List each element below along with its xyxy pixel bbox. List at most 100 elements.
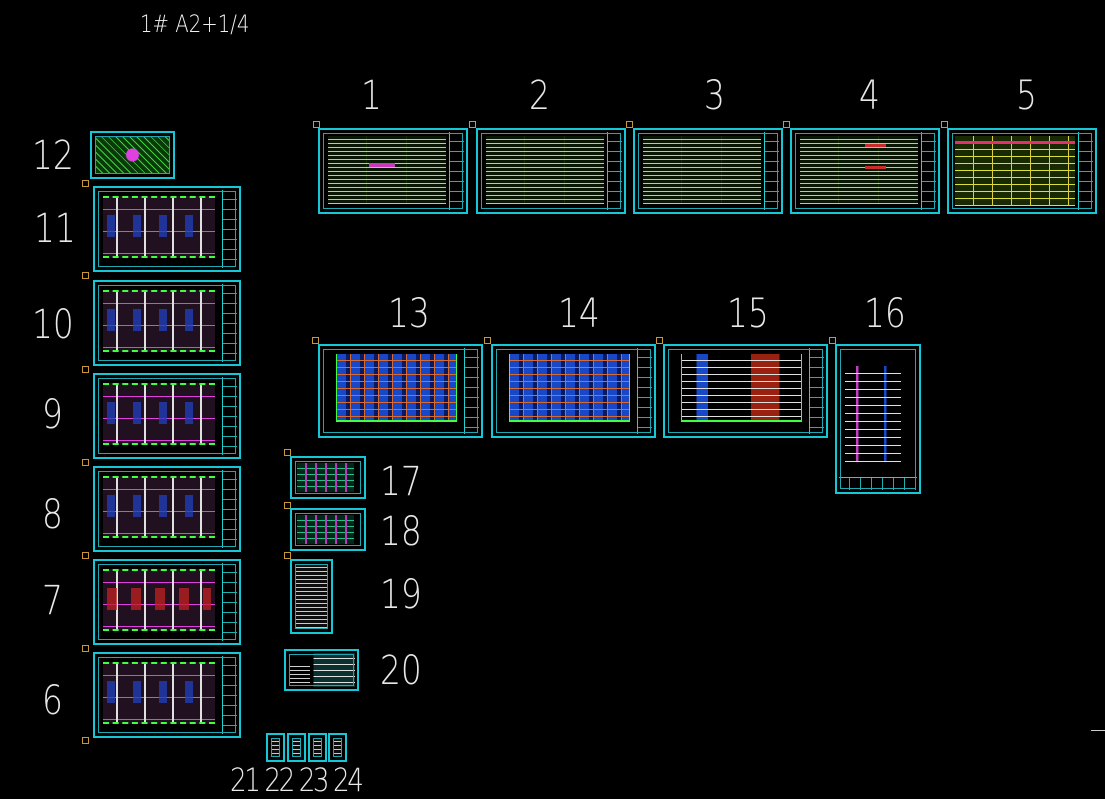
sheet-content (297, 515, 354, 544)
sheet-label-15: 15 (727, 291, 769, 337)
drawing-sheet-11[interactable] (93, 186, 241, 272)
title-block (607, 132, 622, 210)
sheet-label-11: 11 (34, 206, 76, 252)
drawing-sheet-15[interactable] (663, 344, 828, 438)
drawing-sheet-12[interactable] (90, 131, 175, 179)
drawing-sheet-3[interactable] (633, 128, 783, 214)
sheet-content (486, 136, 604, 204)
drawing-sheet-6[interactable] (93, 652, 241, 738)
sheet-content (509, 354, 630, 422)
sheet-content (297, 463, 354, 492)
title-block (222, 190, 237, 268)
title-block (222, 470, 237, 548)
sheet-content (292, 738, 301, 757)
drawing-sheet-16[interactable] (835, 344, 921, 494)
sheet-label-20: 20 (380, 648, 422, 694)
sheet-label-4: 4 (859, 73, 880, 119)
sheet-labels-21-24: 21 22 23 24 (230, 761, 364, 799)
title-block (222, 377, 237, 455)
origin-marker (656, 337, 663, 344)
title-block (764, 132, 779, 210)
drawing-sheet-17[interactable] (290, 456, 366, 499)
sheet-content (271, 738, 280, 757)
origin-marker (284, 449, 291, 456)
drawing-sheet-20[interactable] (284, 649, 359, 691)
sheet-label-19: 19 (380, 572, 422, 618)
sheet-label-3: 3 (704, 73, 725, 119)
crosshair-cursor (1091, 730, 1105, 731)
sheet-content (336, 354, 457, 422)
drawing-set-title: 1# A2+1/4 (140, 10, 250, 38)
origin-marker (82, 552, 89, 559)
drawing-sheet-9[interactable] (93, 373, 241, 459)
sheet-label-2: 2 (529, 73, 550, 119)
sheet-label-16: 16 (864, 291, 906, 337)
sheet-label-6: 6 (42, 678, 63, 724)
origin-marker (82, 737, 89, 744)
title-block (809, 348, 824, 434)
origin-marker (284, 502, 291, 509)
sheet-content (643, 136, 761, 204)
origin-marker (284, 552, 291, 559)
drawing-sheet-23[interactable] (308, 733, 327, 762)
drawing-sheet-8[interactable] (93, 466, 241, 552)
title-block (464, 348, 479, 434)
origin-marker (82, 180, 89, 187)
sheet-content (103, 196, 215, 258)
origin-marker (313, 121, 320, 128)
origin-marker (82, 272, 89, 279)
origin-marker (469, 121, 476, 128)
sheet-content (103, 383, 215, 445)
drawing-sheet-22[interactable] (287, 733, 306, 762)
drawing-sheet-18[interactable] (290, 508, 366, 551)
sheet-label-1: 1 (361, 73, 382, 119)
sheet-content (328, 136, 446, 204)
title-block (1078, 132, 1093, 210)
origin-marker (829, 337, 836, 344)
sheet-label-17: 17 (380, 459, 422, 505)
drawing-sheet-4[interactable] (790, 128, 940, 214)
origin-marker (484, 337, 491, 344)
sheet-label-10: 10 (32, 302, 74, 348)
title-block (637, 348, 652, 434)
origin-marker (626, 121, 633, 128)
sheet-label-5: 5 (1016, 73, 1037, 119)
drawing-sheet-7[interactable] (93, 559, 241, 645)
drawing-sheet-24[interactable] (328, 733, 347, 762)
title-block (222, 656, 237, 734)
origin-marker (82, 366, 89, 373)
title-block (839, 477, 917, 490)
sheet-content (103, 569, 215, 631)
sheet-content (295, 564, 328, 629)
sheet-content (681, 354, 802, 422)
sheet-label-7: 7 (42, 578, 63, 624)
drawing-sheet-14[interactable] (491, 344, 656, 438)
sheet-content (333, 738, 342, 757)
sheet-content (955, 136, 1075, 206)
drawing-sheet-21[interactable] (266, 733, 285, 762)
title-block (921, 132, 936, 210)
drawing-sheet-10[interactable] (93, 280, 241, 366)
sheet-content (313, 738, 322, 757)
sheet-label-18: 18 (380, 509, 422, 555)
sheet-label-12: 12 (32, 133, 74, 179)
drawing-sheet-19[interactable] (290, 559, 333, 634)
title-block (222, 563, 237, 641)
sheet-content (800, 136, 918, 204)
origin-marker (941, 121, 948, 128)
origin-marker (82, 459, 89, 466)
drawing-sheet-5[interactable] (947, 128, 1097, 214)
sheet-content (103, 290, 215, 352)
sheet-label-8: 8 (42, 492, 63, 538)
origin-marker (783, 121, 790, 128)
sheet-content (96, 137, 169, 173)
sheet-content (288, 653, 355, 687)
drawing-sheet-2[interactable] (476, 128, 626, 214)
origin-marker (312, 337, 319, 344)
title-block (222, 284, 237, 362)
drawing-sheet-13[interactable] (318, 344, 483, 438)
drawing-sheet-1[interactable] (318, 128, 468, 214)
origin-marker (82, 645, 89, 652)
sheet-content (103, 476, 215, 538)
title-block (449, 132, 464, 210)
